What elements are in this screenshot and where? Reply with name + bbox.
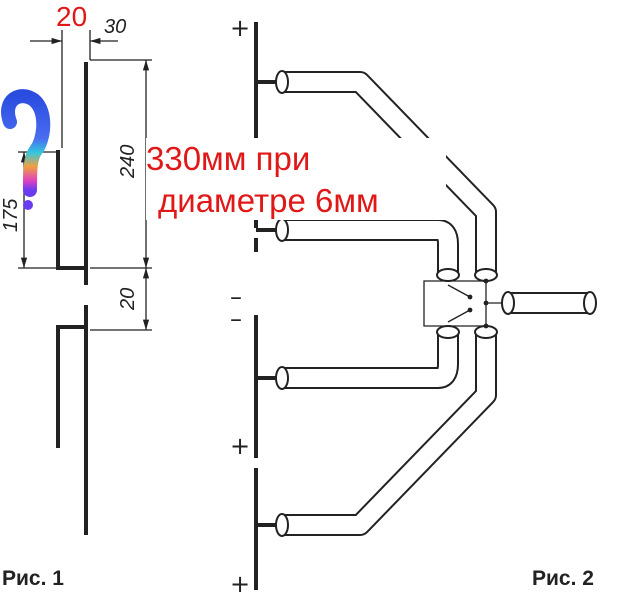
upper-stub (56, 150, 86, 270)
coax-cable-2 (275, 218, 459, 275)
annotation-line-1: 330мм при (146, 140, 310, 177)
polarity-sign-3: – (230, 283, 242, 311)
polarity-sign-5: + (230, 432, 250, 460)
dim-top-red-label: 20 (56, 1, 87, 32)
dim-top-label: 30 (104, 16, 126, 38)
polarity-sign-1: + (230, 14, 250, 42)
figure-2-caption: Рис. 2 (532, 567, 594, 590)
dim-20-label: 20 (117, 288, 139, 311)
coax-cable-4 (275, 332, 497, 537)
lower-stub (56, 325, 86, 448)
feed-junction (423, 278, 510, 329)
figure-1-caption: Рис. 1 (2, 567, 64, 590)
question-mark-icon (1, 89, 51, 210)
feed-coax (501, 291, 597, 315)
annotation-line-2: диаметре 6мм (158, 182, 379, 219)
coax-cable-3 (275, 332, 459, 390)
red-annotation: 330мм при диаметре 6мм (146, 138, 446, 220)
polarity-sign-6: + (230, 570, 250, 598)
figure-2: + + – – + + Рис. 2 (230, 14, 597, 598)
polarity-sign-4: – (230, 305, 242, 333)
dim-175-label: 175 (0, 198, 22, 232)
figure-1: 20 30 240 20 175 Рис. 1 (0, 1, 152, 590)
dim-240-label: 240 (117, 145, 139, 179)
